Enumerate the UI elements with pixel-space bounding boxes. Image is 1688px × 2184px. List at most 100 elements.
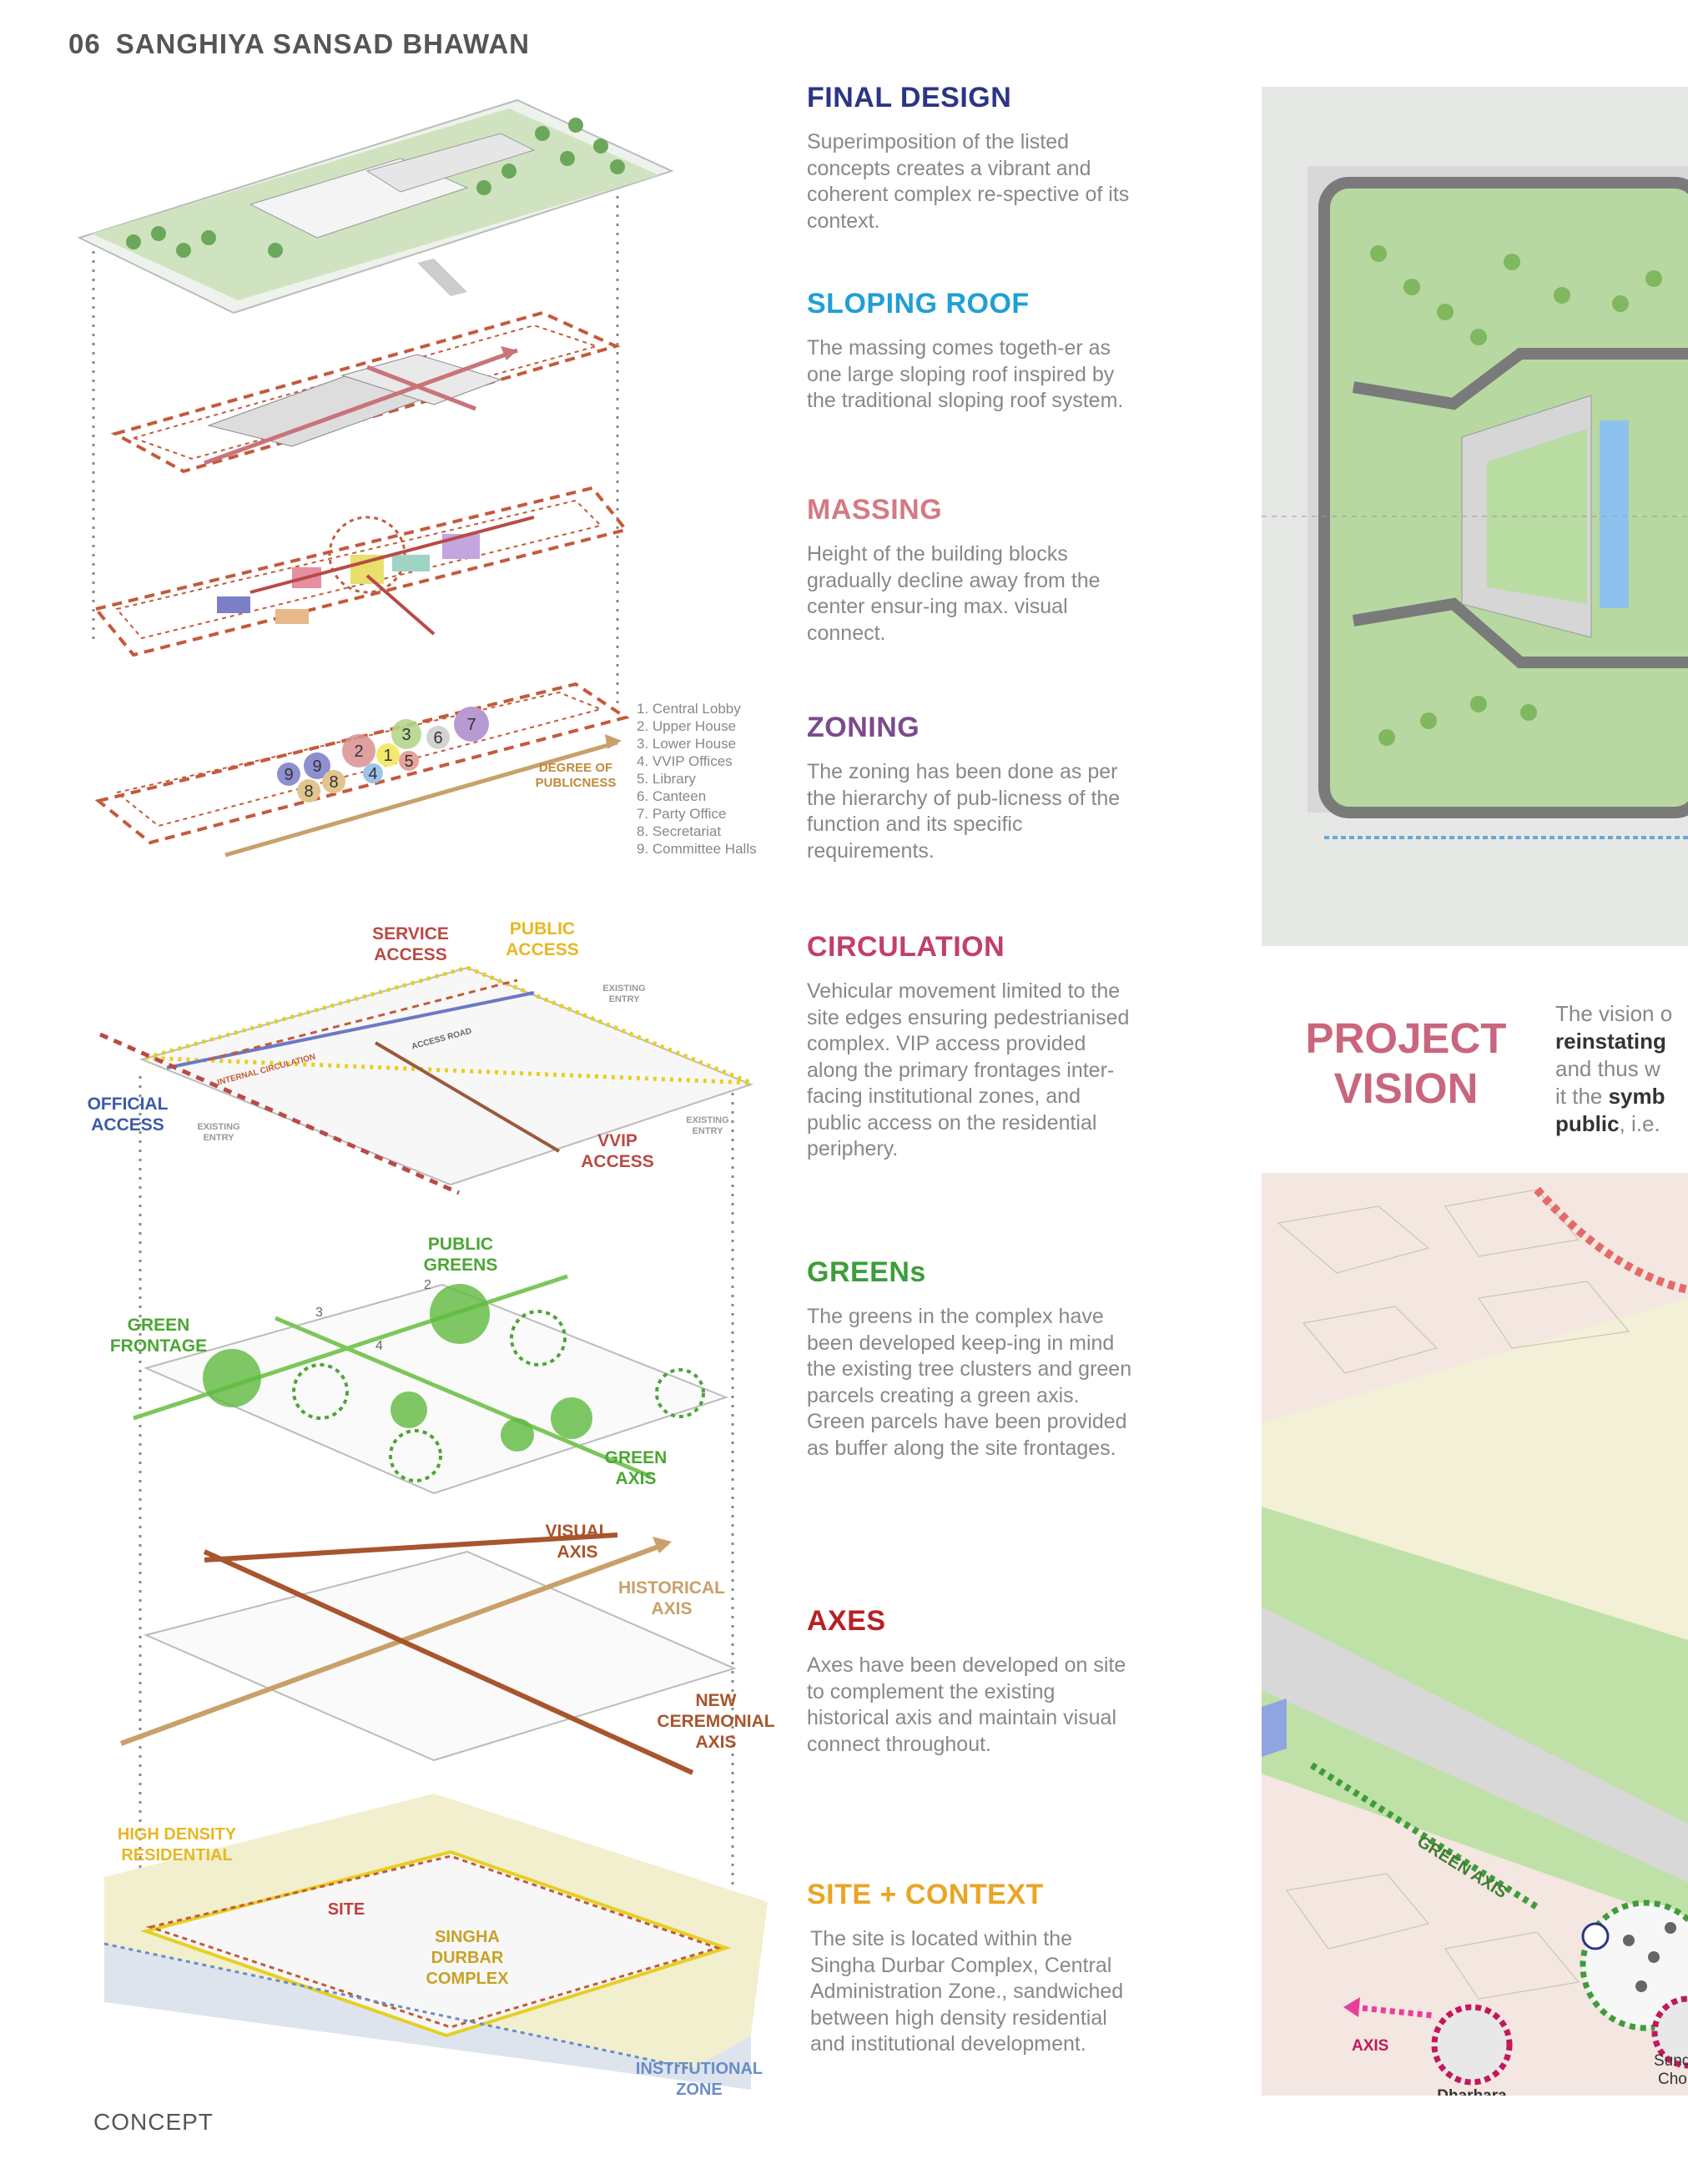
singha-durbar-label: SINGHA [435,1928,500,1946]
section-axes: AXES Axes have been developed on site to… [807,1605,1141,1758]
final-design-layer [79,100,672,313]
high-density-label: RESIDENTIAL [121,1846,232,1864]
project-vision-title: PROJECT VISION [1285,1014,1527,1114]
green-number: 4 [375,1339,383,1353]
site-label: SITE [328,1900,365,1919]
vvip-access-label: VVIP [597,1131,637,1150]
sloping-roof-layer [115,313,616,471]
degree-label: DEGREE OF [539,761,612,775]
vvip-access-label: ACCESS [581,1152,654,1171]
section-zoning: ZONING The zoning has been done as per t… [807,712,1141,864]
zone-8b: 8 [329,773,338,792]
section-greens: GREENs The greens in the complex have be… [807,1256,1141,1462]
new-ceremonial-axis-label: AXIS [695,1733,736,1752]
section-body: Axes have been developed on site to comp… [807,1653,1141,1758]
green-number: 3 [315,1306,323,1320]
green-axis-label: AXIS [615,1469,656,1488]
legend-item: 2. Upper House [637,718,736,734]
section-title: GREENs [807,1256,1141,1289]
legend-item: 7. Party Office [637,806,726,822]
legend-item: 9. Committee Halls [637,841,757,857]
zone-3: 3 [401,726,411,744]
public-access-label: ACCESS [506,940,579,959]
section-title: SITE + CONTEXT [807,1879,1141,1911]
official-access-label: ACCESS [91,1115,164,1135]
section-body: Superimposition of the listed concepts c… [807,129,1141,234]
concept-diagram: 2 3 1 4 5 6 7 9 9 8 8 DEGREE OF PUBLICNE… [0,0,801,2184]
zone-5: 5 [404,752,413,771]
public-greens-label: GREENS [424,1256,498,1275]
vision-line: The vision o [1555,1000,1688,1028]
green-frontage-label: FRONTAGE [110,1336,207,1356]
zone-4: 4 [368,765,377,783]
green-number: 2 [424,1278,431,1292]
official-access-label: OFFICIAL [88,1095,169,1114]
section-sloping-roof: SLOPING ROOF The massing comes togeth-er… [807,288,1141,415]
context-map-image: GREEN AXIS AXIS Dharhara Sund Cho [1262,1173,1688,2096]
new-ceremonial-axis-label: NEW [696,1691,737,1710]
service-access-label: SERVICE [372,924,449,944]
axes-layer: VISUAL AXIS HISTORICAL AXIS NEW CEREMONI… [121,1522,775,1773]
institutional-label: INSTITUTIONAL [636,2060,763,2078]
dharhara-label: Dharhara [1437,2087,1507,2096]
section-title: MASSING [807,494,1141,526]
greens-layer: PUBLIC GREENS GREEN FRONTAGE GREEN AXIS … [110,1235,726,1493]
section-body: The greens in the complex have been deve… [807,1304,1141,1462]
cho-label: Cho [1658,2071,1687,2088]
zone-1: 1 [383,747,392,765]
section-body: Vehicular movement limited to the site e… [807,979,1141,1163]
service-access-label: ACCESS [374,945,447,964]
visual-axis-label: AXIS [557,1542,597,1562]
singha-durbar-label: DURBAR [431,1949,504,1967]
legend-item: 3. Lower House [637,736,736,752]
existing-entry-label: ENTRY [693,1126,724,1136]
zone-6: 6 [433,729,442,747]
legend-item: 1. Central Lobby [637,701,741,717]
vision-title-line: PROJECT [1285,1014,1527,1064]
vision-bold: public [1555,1111,1620,1136]
new-ceremonial-axis-label: CEREMONIAL [657,1712,774,1731]
zone-2: 2 [354,742,363,761]
green-axis-label: GREEN [605,1448,668,1467]
legend-item: 4. VVIP Offices [637,753,733,769]
existing-entry-label: ENTRY [204,1133,235,1143]
site-context-layer: HIGH DENSITY RESIDENTIAL SITE SINGHA DUR… [104,1794,768,2099]
existing-entry-label: EXISTING [686,1115,728,1125]
vision-line: and thus w [1555,1055,1688,1083]
legend-item: 8. Secretariat [637,823,721,839]
zone-9b: 9 [284,766,293,784]
zone-8: 8 [304,783,313,801]
vision-line: it the [1555,1084,1609,1109]
zoning-layer: 2 3 1 4 5 6 7 9 9 8 8 DEGREE OF PUBLICNE… [98,684,626,855]
section-circulation: CIRCULATION Vehicular movement limited t… [807,931,1141,1163]
public-greens-label: PUBLIC [428,1235,493,1254]
zoning-legend: 1. Central Lobby 2. Upper House 3. Lower… [637,701,757,857]
vision-title-line: VISION [1285,1064,1527,1114]
publicness-label: PUBLICNESS [536,776,617,790]
section-site-context: SITE + CONTEXT The site is located withi… [807,1879,1141,2058]
public-access-label: PUBLIC [510,919,575,939]
legend-item: 5. Library [637,771,696,787]
institutional-label: ZONE [676,2081,723,2099]
vision-line: , i.e. [1620,1111,1660,1136]
section-body: Height of the building blocks gradually … [807,541,1141,647]
zone-7: 7 [466,716,476,734]
section-body: The zoning has been done as per the hier… [807,759,1141,864]
green-frontage-label: GREEN [128,1316,190,1335]
sund-label: Sund [1654,2052,1688,2070]
vision-bold: symb [1609,1084,1665,1109]
section-title: CIRCULATION [807,931,1141,964]
section-massing: MASSING Height of the building blocks gr… [807,494,1141,647]
section-final-design: FINAL DESIGN Superimposition of the list… [807,82,1141,234]
historical-axis-label: AXIS [651,1599,692,1618]
vision-text: The vision o reinstating and thus w it t… [1555,1000,1688,1138]
circulation-layer: SERVICE ACCESS PUBLIC ACCESS OFFICIAL AC… [88,919,751,1193]
axis-map-label: AXIS [1352,2037,1388,2055]
footer-label: CONCEPT [93,2109,214,2136]
section-title: AXES [807,1605,1141,1638]
visual-axis-label: VISUAL [545,1522,609,1541]
high-density-label: HIGH DENSITY [118,1825,237,1844]
section-title: FINAL DESIGN [807,82,1141,114]
existing-entry-label: EXISTING [602,984,645,994]
zone-9: 9 [312,757,321,776]
